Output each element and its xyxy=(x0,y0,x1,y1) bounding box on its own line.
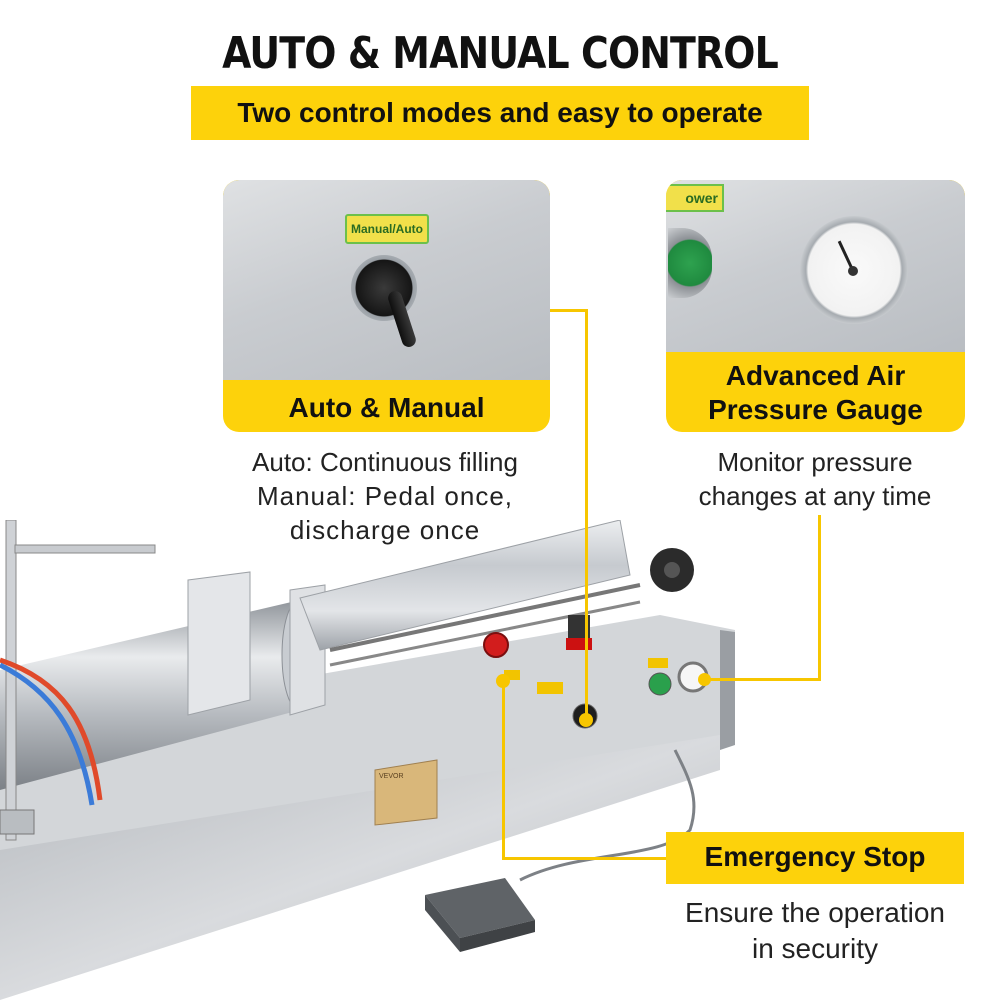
emergency-stop-button xyxy=(483,632,509,658)
filling-machine-illustration: VEVOR xyxy=(0,520,735,1000)
connector-gauge-horizontal xyxy=(706,678,821,681)
manual-auto-panel-label xyxy=(537,682,563,694)
brand-plate-text: VEVOR xyxy=(379,773,404,780)
manual-auto-sticker: Manual/Auto xyxy=(345,214,429,244)
page-subtitle: Two control modes and easy to operate xyxy=(237,97,763,128)
manual-description-line: Manual: Pedal once, xyxy=(256,481,514,511)
connector-auto-manual-vertical xyxy=(585,309,588,720)
emergency-stop-card: Emergency Stop xyxy=(666,832,964,884)
auto-description-line: Auto: Continuous filling xyxy=(252,447,518,477)
manual-description-line-2: discharge once xyxy=(289,515,481,545)
gauge-hub-icon xyxy=(848,266,858,276)
connector-gauge-dot xyxy=(698,673,711,686)
connector-gauge-vertical xyxy=(818,515,821,680)
gauge-description-line2: changes at any time xyxy=(698,481,932,511)
nozzle-rod xyxy=(5,520,17,841)
gauge-description-line1: Monitor pressure xyxy=(717,447,913,477)
connector-emergency-dot xyxy=(496,674,510,688)
subtitle-banner xyxy=(191,86,809,140)
emergency-stop-description: Ensure the operation in security xyxy=(655,895,975,967)
emergency-description-line2: in security xyxy=(751,933,879,964)
machine-base-top xyxy=(0,615,735,880)
auto-manual-card: Manual/Auto Auto & Manual xyxy=(223,180,550,432)
pressure-gauge-label-line1: Advanced Air xyxy=(725,360,906,391)
auto-manual-description: Auto: Continuous filling Manual: Pedal o… xyxy=(200,445,570,547)
pressure-gauge-photo: ower xyxy=(666,180,965,352)
page-title: AUTO & MANUAL CONTROL xyxy=(222,28,779,79)
connector-auto-manual-dot xyxy=(579,713,593,727)
auto-manual-photo: Manual/Auto xyxy=(223,180,550,380)
emergency-stop-label: Emergency Stop xyxy=(704,841,926,872)
connector-auto-manual-horizontal xyxy=(550,309,587,312)
cylinder-end-plate-left xyxy=(187,571,251,716)
machine-base-front xyxy=(0,735,720,1000)
brand-plate xyxy=(374,759,438,826)
power-sticker: ower xyxy=(666,184,724,212)
red-hose xyxy=(0,657,103,801)
power-button-icon xyxy=(668,228,712,298)
emergency-description-line1: Ensure the operation xyxy=(685,897,945,928)
foot-pedal xyxy=(425,878,535,938)
connector-emergency-horizontal xyxy=(502,857,666,860)
pressure-gauge-label-line2: Pressure Gauge xyxy=(708,394,923,425)
pressure-gauge-card: ower Advanced Air Pressure Gauge xyxy=(666,180,965,432)
pressure-gauge-icon xyxy=(800,216,908,324)
air-cylinder xyxy=(299,520,631,651)
blue-hose xyxy=(0,662,95,806)
auto-manual-label: Auto & Manual xyxy=(288,392,485,423)
pressure-gauge-description: Monitor pressure changes at any time xyxy=(650,445,980,513)
connector-emergency-vertical xyxy=(502,680,505,860)
power-button xyxy=(648,672,672,696)
